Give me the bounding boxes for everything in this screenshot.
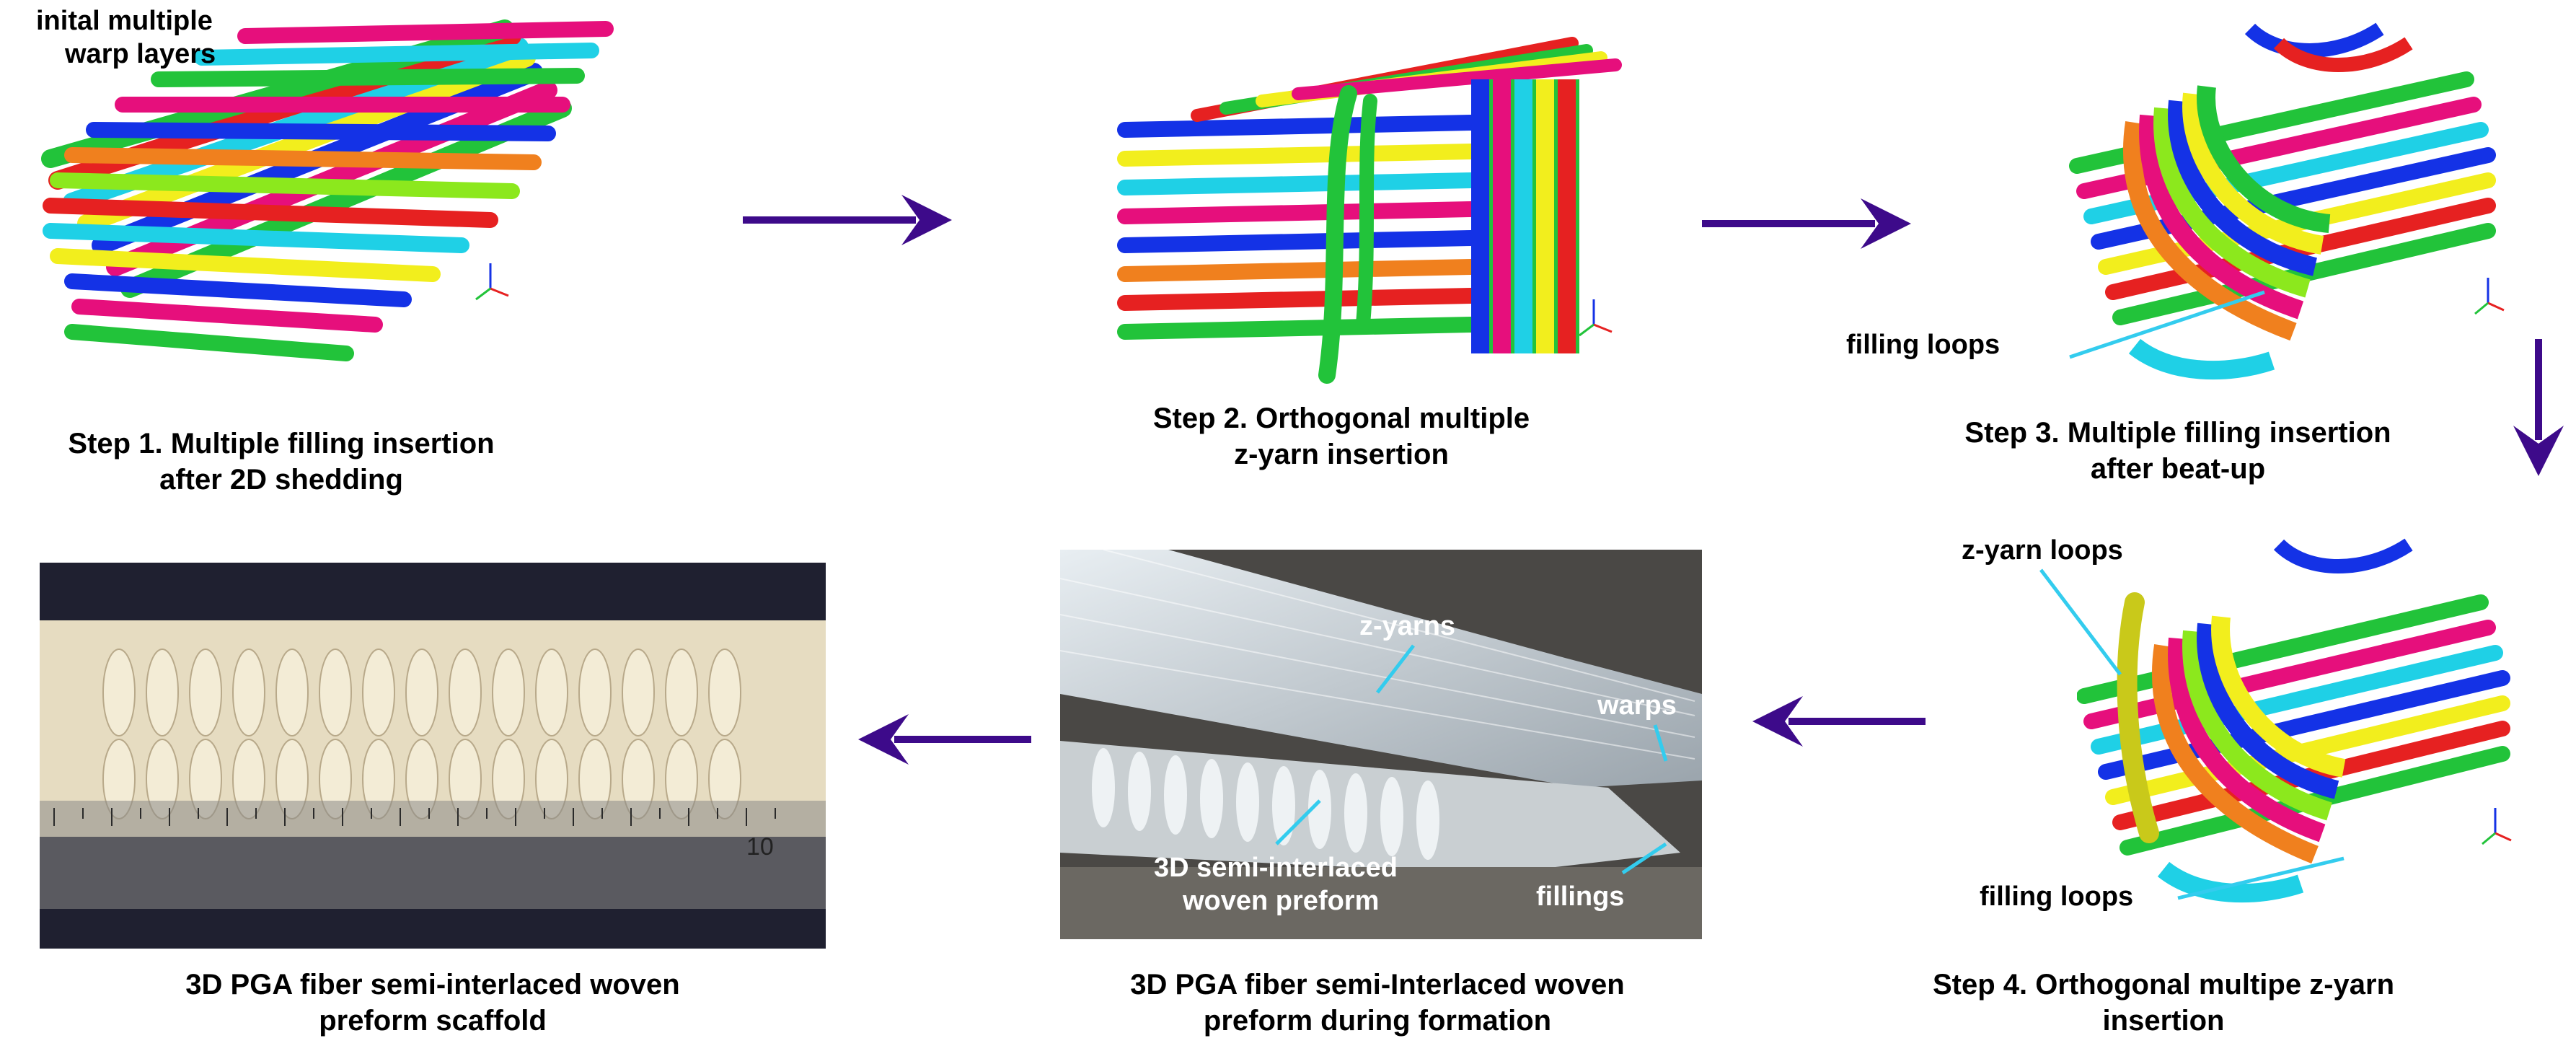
scaffold-photo: 10 bbox=[40, 563, 826, 949]
warp-layers-label-line2: warp layers bbox=[65, 39, 216, 69]
preform-label-line1: 3D semi-interlaced bbox=[1154, 853, 1398, 883]
zyarn-loops-label: z-yarn loops bbox=[1962, 535, 2123, 566]
step4-model bbox=[2077, 530, 2517, 905]
zyarns-label: z-yarns bbox=[1359, 611, 1456, 641]
step2-caption: Step 2. Orthogonal multiple z-yarn inser… bbox=[1152, 403, 1530, 470]
filling-loops-callout-step3 bbox=[2069, 290, 2265, 359]
filling-yarns bbox=[43, 21, 614, 361]
zyarns-bundle bbox=[1060, 550, 1702, 788]
z-yarn bbox=[1318, 85, 1357, 384]
arrow-formation-to-scaffold bbox=[858, 714, 1031, 765]
filling-loops-label-step4: filling loops bbox=[1980, 881, 2134, 912]
fillings-label: fillings bbox=[1536, 881, 1625, 912]
formation-photo bbox=[1060, 550, 1702, 939]
step1-model bbox=[29, 14, 649, 382]
z-yarn-loop bbox=[2117, 592, 2159, 843]
axis-triad-icon bbox=[1579, 299, 1613, 337]
warp-layers-label-line1: inital multiple bbox=[36, 6, 213, 36]
step3-caption: Step 3. Multiple filling insertion after… bbox=[1964, 417, 2391, 485]
side-stack bbox=[1471, 79, 1579, 353]
axis-triad-icon bbox=[2482, 808, 2512, 845]
axis-triad-icon bbox=[475, 263, 509, 301]
zyarn-loops-callout bbox=[2039, 568, 2122, 676]
formation-caption: 3D PGA fiber semi-Interlaced woven prefo… bbox=[1130, 969, 1625, 1037]
arrow-step4-to-formation bbox=[1752, 696, 1926, 747]
step4-caption: Step 4. Orthogonal multipe z-yarn insert… bbox=[1932, 969, 2395, 1037]
warp-yarns bbox=[1117, 115, 1479, 340]
preform-label: 3D semi-interlaced woven preform bbox=[1154, 851, 1398, 918]
step1-caption: Step 1. Multiple filling insertion after… bbox=[68, 428, 495, 496]
axis-triad-icon bbox=[2474, 278, 2505, 315]
arrow-step2-to-step3 bbox=[1702, 198, 1911, 249]
ruler-number: 10 bbox=[746, 833, 774, 861]
scaffold-caption: 3D PGA fiber semi-interlaced woven prefo… bbox=[185, 969, 680, 1037]
warps-label: warps bbox=[1597, 690, 1677, 721]
fillings-callout bbox=[1621, 842, 1667, 875]
preform-label-line2: woven preform bbox=[1183, 886, 1380, 916]
filling-loops bbox=[2151, 538, 2413, 903]
top-fillings bbox=[1191, 37, 1622, 122]
ruler bbox=[40, 801, 826, 909]
preform-callout bbox=[1275, 799, 1321, 845]
filling-loops-callout-step4 bbox=[2177, 856, 2345, 900]
zyarns-callout bbox=[1376, 644, 1415, 694]
arrow-step3-to-step4 bbox=[2513, 339, 2564, 476]
step2-model bbox=[1111, 22, 1630, 397]
warps-callout bbox=[1653, 724, 1668, 762]
warp-layers-label: inital multiple warp layers bbox=[36, 4, 216, 71]
filling-loops-label-step3: filling loops bbox=[1846, 330, 2001, 360]
arrow-step1-to-step2 bbox=[743, 195, 952, 245]
